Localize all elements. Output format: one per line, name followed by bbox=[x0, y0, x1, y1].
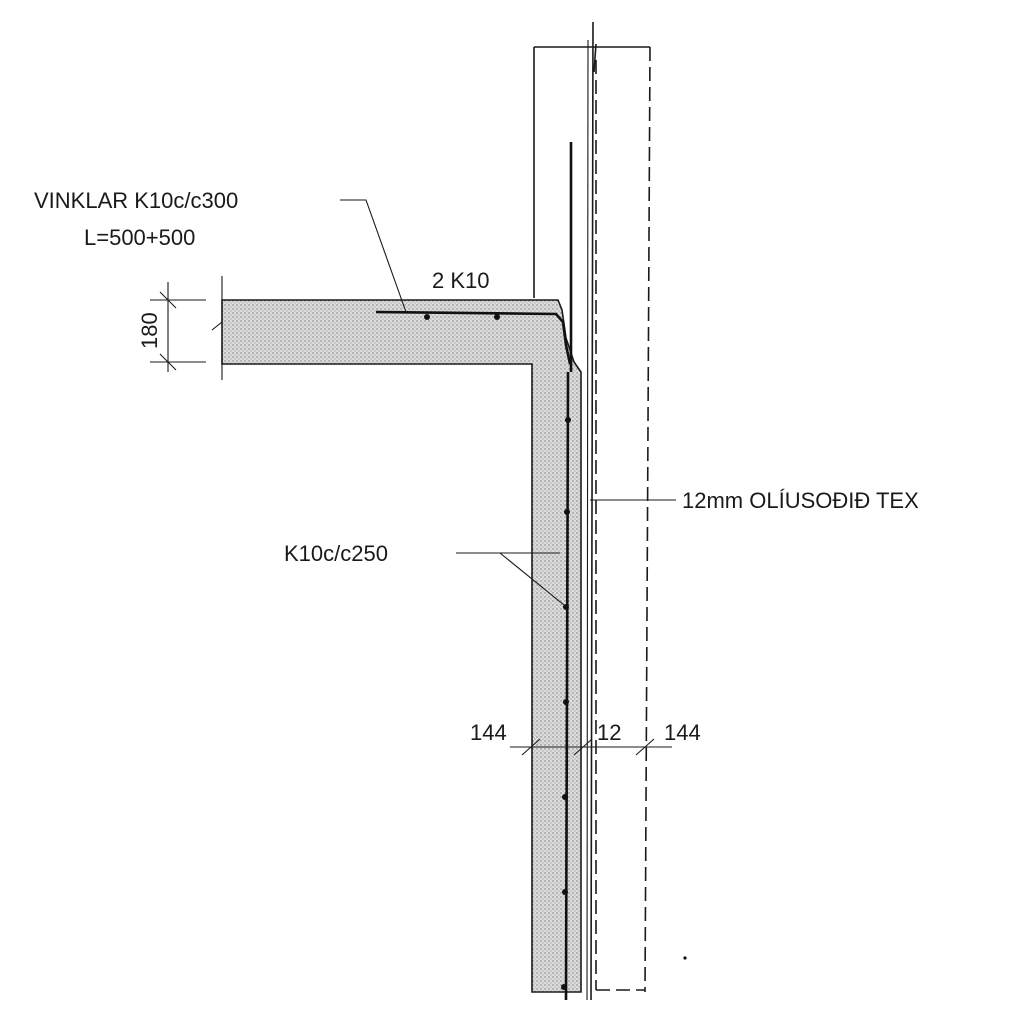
concrete-section bbox=[221, 299, 582, 993]
vinklar-leader bbox=[340, 199, 407, 313]
dim-left-label: 144 bbox=[470, 720, 507, 745]
slab-thickness-dimension bbox=[150, 282, 206, 372]
slab-break-line bbox=[211, 276, 223, 380]
dashed-formwork bbox=[595, 46, 651, 993]
tex-board bbox=[586, 21, 597, 1001]
wall-rebar bbox=[561, 142, 573, 1001]
board-label: 12mm OLÍUSOÐIÐ TEX bbox=[682, 488, 919, 513]
vinklar-label-line1: VINKLAR K10c/c300 bbox=[34, 188, 238, 213]
vinklar-label-line2: L=500+500 bbox=[84, 225, 195, 250]
top-bars-label: 2 K10 bbox=[432, 268, 490, 293]
wall-rebar-label: K10c/c250 bbox=[284, 541, 388, 566]
wall-rebar-leader-branch bbox=[499, 552, 565, 606]
slab-rebar bbox=[375, 310, 572, 365]
speck bbox=[683, 956, 687, 960]
thickness-dimension-chain bbox=[510, 738, 672, 756]
dim-right-label: 144 bbox=[664, 720, 701, 745]
upper-formwork bbox=[533, 46, 650, 298]
slab-thickness-label: 180 bbox=[137, 312, 162, 349]
dim-mid-label: 12 bbox=[597, 720, 621, 745]
